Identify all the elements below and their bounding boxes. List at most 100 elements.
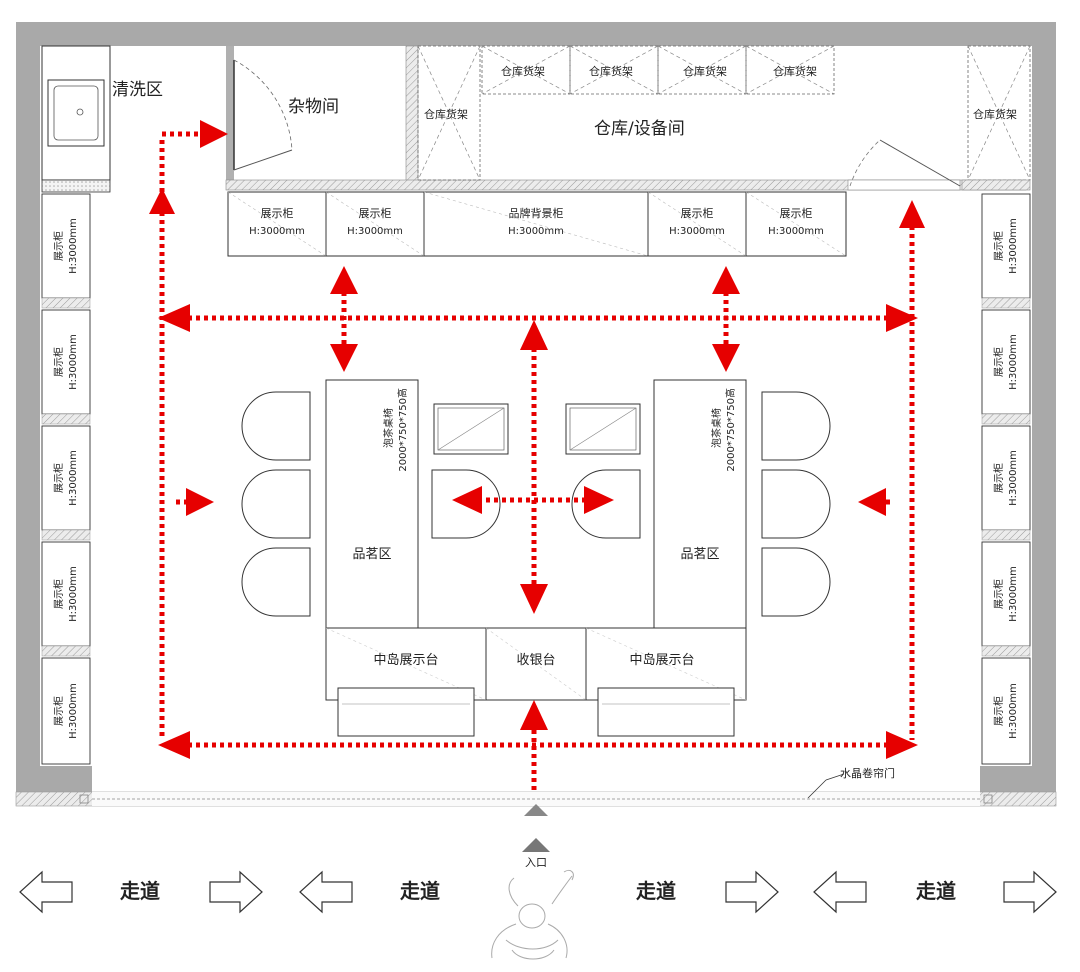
- svg-text:中岛展示台: 中岛展示台: [373, 652, 438, 668]
- right-cabinet-column: 展示柜 H:3000mm 展示柜 H:3000mm 展示柜 H:3000mm 展…: [981, 193, 1031, 765]
- svg-text:品牌背景柜: 品牌背景柜: [509, 206, 564, 220]
- svg-text:展示柜: 展示柜: [359, 207, 392, 220]
- customer-flow-arrows: [159, 131, 915, 790]
- svg-text:H:3000mm: H:3000mm: [1008, 334, 1019, 390]
- svg-text:中岛展示台: 中岛展示台: [629, 652, 694, 668]
- left-cabinet-4: 展示柜 H:3000mm: [41, 541, 91, 657]
- entrance-label: 入口: [525, 856, 547, 869]
- left-cabinet-1: 展示柜 H:3000mm: [41, 193, 91, 309]
- arrow-right-icon: [209, 870, 263, 914]
- right-cabinet-1: 展示柜 H:3000mm: [981, 193, 1031, 309]
- sink-right: [565, 403, 641, 455]
- corridor-label-2: 走道: [400, 879, 440, 903]
- arrow-right-icon: [725, 870, 779, 914]
- svg-text:H:3000mm: H:3000mm: [68, 218, 79, 274]
- svg-text:展示柜: 展示柜: [992, 231, 1005, 261]
- island-display-left: 中岛展示台: [325, 627, 487, 737]
- arrow-left-icon: [813, 870, 867, 914]
- svg-text:H:3000mm: H:3000mm: [1008, 218, 1019, 274]
- svg-text:展示柜: 展示柜: [992, 696, 1005, 726]
- top-cabinet-3: 展示柜 H:3000mm: [647, 191, 747, 257]
- wash-area-label: 清洗区: [112, 80, 163, 100]
- corridor-band: 走道 走道 走道 走道: [19, 870, 1057, 914]
- right-cabinet-5: 展示柜 H:3000mm: [981, 657, 1031, 765]
- svg-text:H:3000mm: H:3000mm: [508, 226, 564, 237]
- rack-right: 仓库货架: [967, 45, 1031, 181]
- tasting-area-left-label: 品茗区: [352, 547, 391, 562]
- roller-door-label: 水晶卷帘门: [840, 766, 895, 780]
- sink-left: [433, 403, 509, 455]
- left-cabinet-3: 展示柜 H:3000mm: [41, 425, 91, 541]
- svg-text:展示柜: 展示柜: [52, 579, 65, 609]
- entrance-marker: 入口: [522, 804, 550, 869]
- svg-text:泡茶桌椅: 泡茶桌椅: [710, 408, 723, 448]
- rack-top-4-label: 仓库货架: [773, 64, 817, 78]
- left-cabinet-column: 展示柜 H:3000mm 展示柜 H:3000mm 展示柜 H:3000mm 展…: [41, 193, 91, 765]
- corridor-label-1: 走道: [120, 879, 160, 903]
- tasting-area-right-label: 品茗区: [680, 547, 719, 562]
- svg-text:展示柜: 展示柜: [992, 347, 1005, 377]
- svg-text:展示柜: 展示柜: [261, 207, 294, 220]
- stools-left: [241, 391, 311, 617]
- rack-top-2-label: 仓库货架: [589, 64, 633, 78]
- brand-wall-cabinet: 品牌背景柜 H:3000mm: [423, 191, 649, 257]
- front-wall-stubs: [15, 766, 1057, 807]
- svg-text:H:3000mm: H:3000mm: [768, 226, 824, 237]
- svg-text:展示柜: 展示柜: [992, 579, 1005, 609]
- svg-text:H:3000mm: H:3000mm: [68, 683, 79, 739]
- corridor-label-3: 走道: [636, 879, 676, 903]
- svg-text:展示柜: 展示柜: [992, 463, 1005, 493]
- right-cabinet-2: 展示柜 H:3000mm: [981, 309, 1031, 425]
- svg-text:H:3000mm: H:3000mm: [1008, 566, 1019, 622]
- corridor-label-4: 走道: [916, 879, 956, 903]
- top-cabinet-4: 展示柜 H:3000mm: [745, 191, 847, 257]
- rack-top-1: 仓库货架: [481, 45, 571, 95]
- rack-top-4: 仓库货架: [745, 45, 835, 95]
- svg-text:H:3000mm: H:3000mm: [249, 226, 305, 237]
- svg-text:H:3000mm: H:3000mm: [68, 566, 79, 622]
- storeroom-label: 杂物间: [288, 97, 339, 117]
- tea-table-right: 泡茶桌椅 2000*750*750高 品茗区: [653, 379, 747, 629]
- left-cabinet-5: 展示柜 H:3000mm: [41, 657, 91, 765]
- roller-door-callout: 水晶卷帘门: [807, 766, 895, 799]
- right-cabinet-4: 展示柜 H:3000mm: [981, 541, 1031, 657]
- arrow-left-icon: [19, 870, 73, 914]
- svg-text:泡茶桌椅: 泡茶桌椅: [382, 408, 395, 448]
- svg-text:展示柜: 展示柜: [52, 696, 65, 726]
- rack-top-3-label: 仓库货架: [683, 64, 727, 78]
- wash-area: 清洗区: [41, 45, 163, 193]
- svg-text:展示柜: 展示柜: [780, 207, 813, 220]
- svg-text:H:3000mm: H:3000mm: [1008, 450, 1019, 506]
- svg-text:展示柜: 展示柜: [52, 463, 65, 493]
- rack-top-3: 仓库货架: [657, 45, 747, 95]
- rack-top-1-label: 仓库货架: [501, 64, 545, 78]
- stool-inner-right: [571, 469, 641, 539]
- rack-top-2: 仓库货架: [569, 45, 659, 95]
- svg-text:2000*750*750高: 2000*750*750高: [396, 388, 409, 472]
- svg-text:H:3000mm: H:3000mm: [347, 226, 403, 237]
- cashier-counter: 收银台: [485, 627, 587, 701]
- storeroom: 杂物间: [225, 45, 1027, 191]
- rack-right-label: 仓库货架: [973, 107, 1017, 121]
- flow-arrowheads: [149, 120, 925, 759]
- svg-text:展示柜: 展示柜: [681, 207, 714, 220]
- exterior-walls: [16, 22, 1056, 792]
- warehouse: 仓库货架 仓库货架 仓库货架 仓库货架 仓库货架: [417, 45, 1031, 191]
- right-cabinet-3: 展示柜 H:3000mm: [981, 425, 1031, 541]
- stools-right: [761, 391, 831, 617]
- svg-text:展示柜: 展示柜: [52, 347, 65, 377]
- tea-table-left: 泡茶桌椅 2000*750*750高 品茗区: [325, 379, 419, 629]
- rack-left: 仓库货架: [417, 45, 481, 181]
- svg-text:2000*750*750高: 2000*750*750高: [724, 388, 737, 472]
- svg-text:展示柜: 展示柜: [52, 231, 65, 261]
- warehouse-label: 仓库/设备间: [594, 119, 685, 139]
- svg-text:H:3000mm: H:3000mm: [1008, 683, 1019, 739]
- left-cabinet-2: 展示柜 H:3000mm: [41, 309, 91, 425]
- svg-text:H:3000mm: H:3000mm: [68, 334, 79, 390]
- rack-left-label: 仓库货架: [424, 107, 468, 121]
- top-cabinet-row: 展示柜 H:3000mm 展示柜 H:3000mm 品牌背景柜 H:3000mm…: [227, 191, 847, 257]
- svg-text:H:3000mm: H:3000mm: [68, 450, 79, 506]
- island-display-right: 中岛展示台: [585, 627, 747, 737]
- person-icon: [491, 869, 574, 960]
